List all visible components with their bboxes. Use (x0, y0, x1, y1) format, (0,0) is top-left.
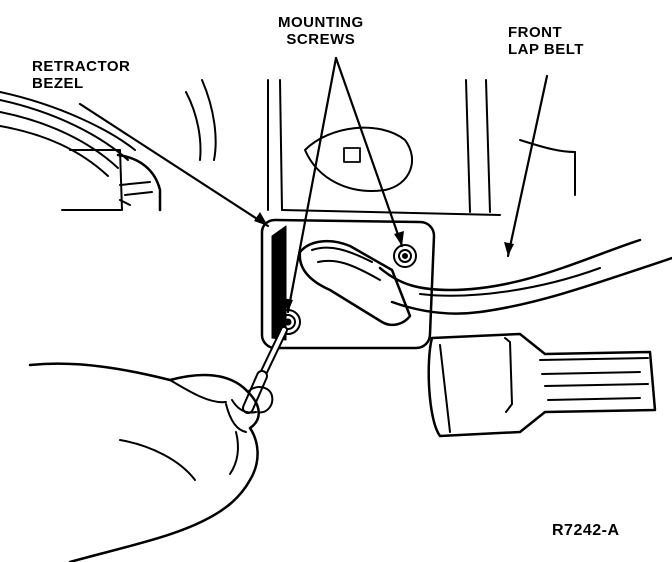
front-lap-belt (378, 238, 672, 315)
front-lap-belt-label: FRONT LAP BELT (508, 24, 584, 58)
retractor-bezel-label-line2: BEZEL (32, 75, 84, 92)
seat-contour-lines (0, 79, 217, 177)
leader-arrowheads (254, 212, 514, 312)
mounting-screws-label: MOUNTING SCREWS (278, 14, 364, 48)
screwdriver (242, 326, 288, 414)
figure-id: R7242-A (552, 522, 620, 539)
front-lap-belt-label-line1: FRONT (508, 24, 563, 41)
leader-screw-lower (286, 56, 338, 314)
mounting-screw-upper (393, 244, 417, 268)
front-lap-belt-label-line2: LAP BELT (508, 41, 584, 58)
upper-panel (267, 79, 576, 216)
leader-screw-upper (334, 56, 404, 248)
leader-lines (78, 56, 549, 314)
leader-retractor-bezel (78, 102, 270, 228)
seat-belt-buckle (427, 332, 657, 438)
hand (28, 362, 274, 562)
mounting-screws-label-line2: SCREWS (286, 31, 356, 48)
mounting-screws-label-line1: MOUNTING (278, 14, 364, 31)
leader-front-lap-belt (506, 74, 549, 258)
side-panel (61, 149, 162, 212)
retractor-bezel-label: RETRACTOR BEZEL (32, 58, 130, 92)
retractor-bezel-label-line1: RETRACTOR (32, 58, 131, 75)
